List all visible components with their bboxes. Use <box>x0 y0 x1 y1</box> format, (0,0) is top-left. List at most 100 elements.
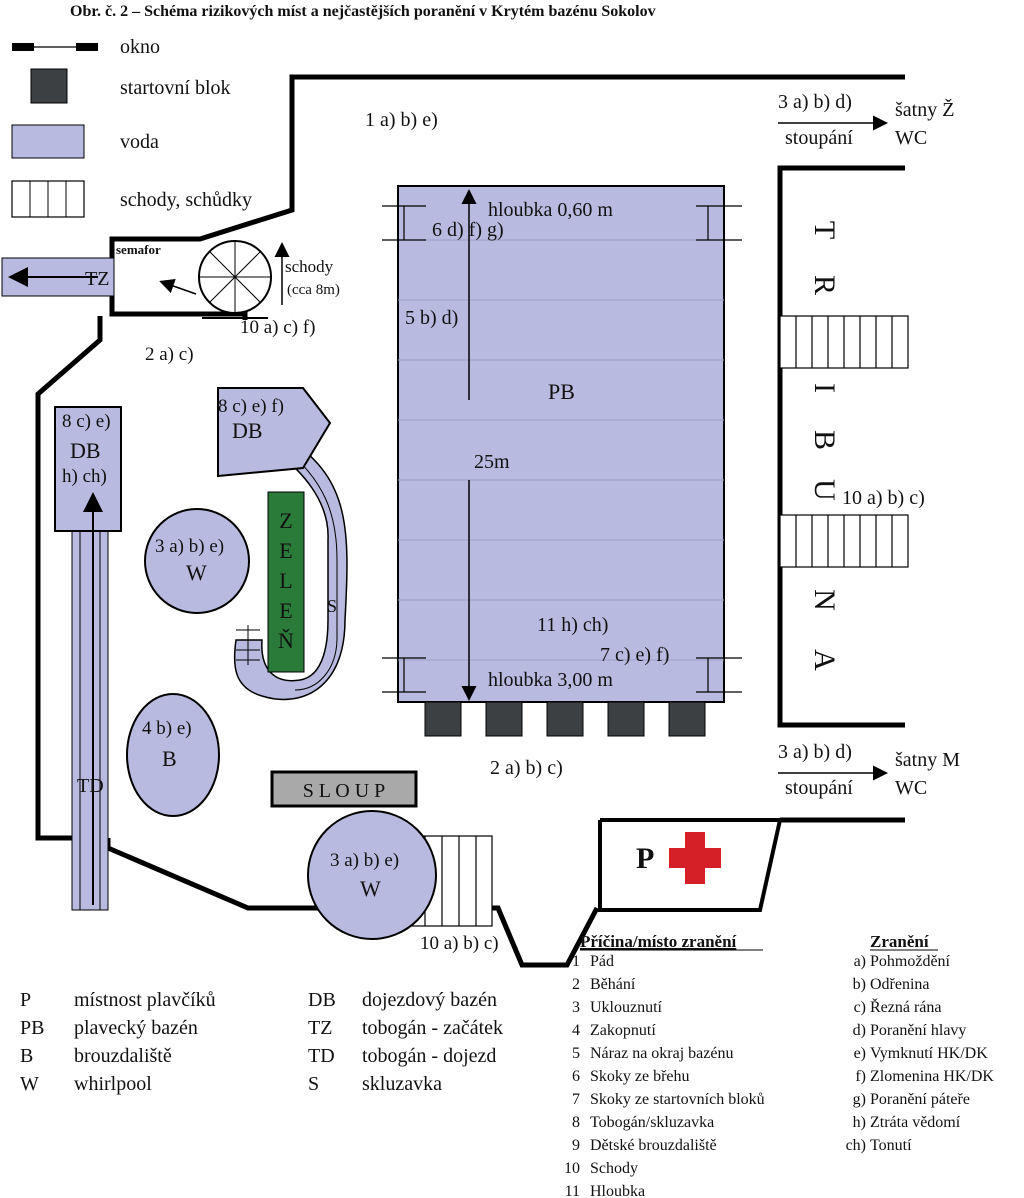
injuries-heading: Zranění <box>870 932 929 951</box>
abbrev-key: W <box>20 1073 39 1095</box>
diagram-title: Obr. č. 2 – Schéma rizikových míst a nej… <box>70 3 656 20</box>
causes-heading: Příčina/místo zranění <box>580 932 737 951</box>
semafor-label: semafor <box>116 242 161 257</box>
building-walls <box>35 74 905 968</box>
s-label: S <box>327 596 337 616</box>
brouzdaliste-label: B <box>162 746 177 771</box>
starting-block <box>485 701 523 737</box>
depth-shallow: hloubka 0,60 m <box>488 199 613 221</box>
sloup: S L O U P <box>270 770 418 808</box>
zelen-letter: L <box>279 568 292 593</box>
legend-okno-label: okno <box>120 36 160 58</box>
zone-10-acf-top: 10 a) c) f) <box>240 317 315 338</box>
cause-number: 9 <box>572 1137 580 1154</box>
legend-okno-symbol <box>12 43 98 51</box>
satny-m-stoupani: stoupání <box>785 777 853 799</box>
db-left-codes-2: h) ch) <box>62 466 107 487</box>
cause-number: 2 <box>572 976 580 993</box>
injury-text: Pohmoždění <box>870 953 951 970</box>
injury-text: Tonutí <box>870 1137 912 1154</box>
injury-letter: h) <box>853 1114 866 1131</box>
abbrev-value: brouzdaliště <box>74 1045 172 1067</box>
zelen-letter: E <box>279 598 292 623</box>
schody-label: schody <box>285 257 334 276</box>
whirlpool-2 <box>307 810 437 940</box>
zelen: Z E L E Ň <box>267 491 305 673</box>
skluzavka <box>217 387 348 701</box>
schody-length: (cca 8m) <box>287 282 340 298</box>
tribuna-letter: A <box>808 649 841 671</box>
injury-text: Odřenina <box>870 976 930 993</box>
abbrev-legend: P místnost plavčíků PB plavecký bazén B … <box>20 989 503 1095</box>
injury-letter: g) <box>853 1091 866 1108</box>
cause-number: 4 <box>572 1022 580 1039</box>
starting-block <box>546 701 584 737</box>
zone-5-bd: 5 b) d) <box>405 307 458 329</box>
swimming-pool <box>382 185 742 703</box>
legend-schody-label: schody, schůdky <box>120 189 252 211</box>
brouzdaliste-codes: 4 b) e) <box>142 718 192 739</box>
whirlpool-2-codes: 3 a) b) e) <box>330 850 399 871</box>
cause-number: 8 <box>572 1114 580 1131</box>
cause-text: Schody <box>590 1160 638 1177</box>
injury-letter: b) <box>853 976 866 993</box>
starting-block <box>668 701 706 737</box>
tobogan-dojezd <box>54 406 122 911</box>
abbrev-key: PB <box>20 1017 44 1039</box>
abbrev-key: P <box>20 989 31 1011</box>
satny-z-label: šatny Ž <box>895 98 954 121</box>
cause-text: Běhání <box>590 976 636 993</box>
cause-text: Skoky ze břehu <box>590 1068 690 1085</box>
tribuna-letter: N <box>808 589 841 611</box>
starting-block <box>424 701 462 737</box>
tribuna-letter: B <box>808 430 841 450</box>
whirlpool-1-label: W <box>186 560 207 585</box>
abbrev-key: S <box>308 1073 319 1095</box>
abbrev-key: TD <box>308 1045 335 1067</box>
injury-letter: f) <box>855 1068 866 1085</box>
cause-text: Dětské brouzdaliště <box>590 1137 717 1154</box>
injury-letter: a) <box>854 953 866 970</box>
tz-label: TZ <box>85 268 109 290</box>
cause-number: 1 <box>572 953 580 970</box>
zone-10-abc-bottom: 10 a) b) c) <box>420 933 499 954</box>
legend-voda-label: voda <box>120 131 159 153</box>
zone-2-abc: 2 a) b) c) <box>490 757 563 779</box>
zone-2-ac-top: 2 a) c) <box>145 344 194 365</box>
p-label: P <box>636 842 654 875</box>
whirlpool-1-codes: 3 a) b) e) <box>155 536 224 557</box>
tobogan-start: TZ <box>1 257 115 297</box>
injury-text: Řezná rána <box>870 997 942 1016</box>
injury-letter: ch) <box>846 1137 866 1154</box>
cause-text: Hloubka <box>590 1183 645 1198</box>
db-right-label: DB <box>232 418 263 443</box>
legend-startovni-blok-label: startovní blok <box>120 77 231 99</box>
depth-deep: hloubka 3,00 m <box>488 669 613 691</box>
abbrev-value: dojezdový bazén <box>362 989 497 1011</box>
whirlpool-1 <box>144 508 250 614</box>
legend-schody-symbol <box>11 180 85 218</box>
injury-text: Vymknutí HK/DK <box>870 1045 988 1062</box>
spiral-stair <box>198 240 272 319</box>
injury-text: Poranění hlavy <box>870 1022 966 1039</box>
injury-letter: e) <box>854 1045 866 1062</box>
whirlpool-2-label: W <box>360 876 381 901</box>
cause-text: Pád <box>590 953 614 970</box>
lifeguard-room: P <box>636 832 721 884</box>
cause-number: 7 <box>572 1091 580 1108</box>
cause-number: 3 <box>572 999 580 1016</box>
injury-text: Poranění páteře <box>870 1091 970 1108</box>
td-label: TD <box>77 775 104 797</box>
cause-number: 11 <box>565 1183 580 1198</box>
tribuna-stairs <box>779 315 909 568</box>
brouzdaliste <box>126 693 220 817</box>
injury-letter: c) <box>854 999 866 1016</box>
satny-z-wc: WC <box>895 127 927 149</box>
tribuna-letter: I <box>808 383 841 393</box>
red-cross-icon <box>669 832 721 884</box>
satny-m-codes: 3 a) b) d) <box>778 741 852 763</box>
abbrev-value: plavecký bazén <box>74 1017 198 1039</box>
starting-blocks <box>424 701 706 737</box>
zone-6-dfg: 6 d) f) g) <box>432 219 504 241</box>
